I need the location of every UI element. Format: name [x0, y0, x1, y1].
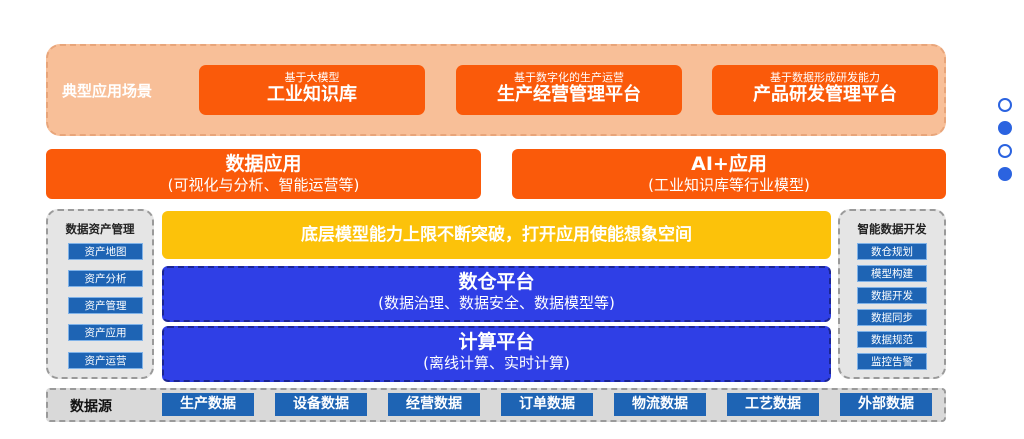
scenario-card-subtitle: 基于数字化的生产运营	[514, 71, 624, 84]
scenario-label: 典型应用场景	[62, 82, 153, 100]
left-panel-item: 资产应用	[68, 324, 143, 341]
smart-data-dev-title: 智能数据开发	[857, 222, 927, 236]
scenario-card-title: 产品研发管理平台	[753, 84, 897, 105]
compute-platform-layer: 计算平台 (离线计算、实时计算)	[162, 326, 831, 382]
app-bar-title: AI+应用	[691, 153, 767, 175]
app-bar-subtitle: (可视化与分析、智能运营等)	[167, 176, 360, 194]
scenario-card-subtitle: 基于数据形成研发能力	[770, 71, 880, 84]
left-panel-item: 资产管理	[68, 297, 143, 314]
data-source-item: 经营数据	[388, 393, 480, 416]
scenario-card-title: 生产经营管理平台	[497, 84, 641, 105]
layer-subtitle: (数据治理、数据安全、数据模型等)	[378, 294, 615, 312]
data-source-item: 工艺数据	[727, 393, 819, 416]
pager-dot[interactable]	[998, 144, 1012, 158]
pager-dot-active[interactable]	[998, 121, 1012, 135]
pager-dot-active[interactable]	[998, 167, 1012, 181]
data-source-item: 设备数据	[275, 393, 367, 416]
layer-title: 数仓平台	[458, 271, 535, 293]
app-bar-title: 数据应用	[225, 153, 302, 175]
scenario-card-subtitle: 基于大模型	[284, 71, 340, 84]
scenario-card-rd-platform: 基于数据形成研发能力 产品研发管理平台	[712, 65, 938, 115]
scenario-card-knowledge-base: 基于大模型 工业知识库	[199, 65, 425, 115]
data-source-item: 物流数据	[614, 393, 706, 416]
scenario-card-title: 工业知识库	[267, 84, 357, 105]
pager-dot[interactable]	[998, 98, 1012, 112]
right-panel-item: 数据规范	[857, 331, 927, 348]
scenario-card-production-platform: 基于数字化的生产运营 生产经营管理平台	[456, 65, 682, 115]
data-source-item: 订单数据	[501, 393, 593, 416]
ai-application-bar: AI+应用 (工业知识库等行业模型)	[512, 149, 946, 199]
asset-management-panel	[46, 209, 154, 379]
right-panel-item: 模型构建	[857, 265, 927, 282]
left-panel-item: 资产分析	[68, 270, 143, 287]
data-application-bar: 数据应用 (可视化与分析、智能运营等)	[46, 149, 481, 199]
warehouse-platform-layer: 数仓平台 (数据治理、数据安全、数据模型等)	[162, 266, 831, 322]
right-panel-item: 监控告警	[857, 353, 927, 370]
left-panel-item: 资产运营	[68, 352, 143, 369]
data-source-item: 生产数据	[162, 393, 254, 416]
app-bar-subtitle: (工业知识库等行业模型)	[648, 176, 810, 194]
model-capability-banner: 底层模型能力上限不断突破，打开应用使能想象空间	[162, 211, 831, 259]
data-source-item: 外部数据	[840, 393, 932, 416]
asset-management-title: 数据资产管理	[65, 222, 135, 236]
layer-subtitle: (离线计算、实时计算)	[423, 354, 570, 372]
right-panel-item: 数据开发	[857, 287, 927, 304]
right-panel-item: 数据同步	[857, 309, 927, 326]
layer-title: 计算平台	[458, 331, 535, 353]
right-panel-item: 数仓规划	[857, 243, 927, 260]
data-source-label: 数据源	[70, 399, 112, 415]
left-panel-item: 资产地图	[68, 243, 143, 260]
